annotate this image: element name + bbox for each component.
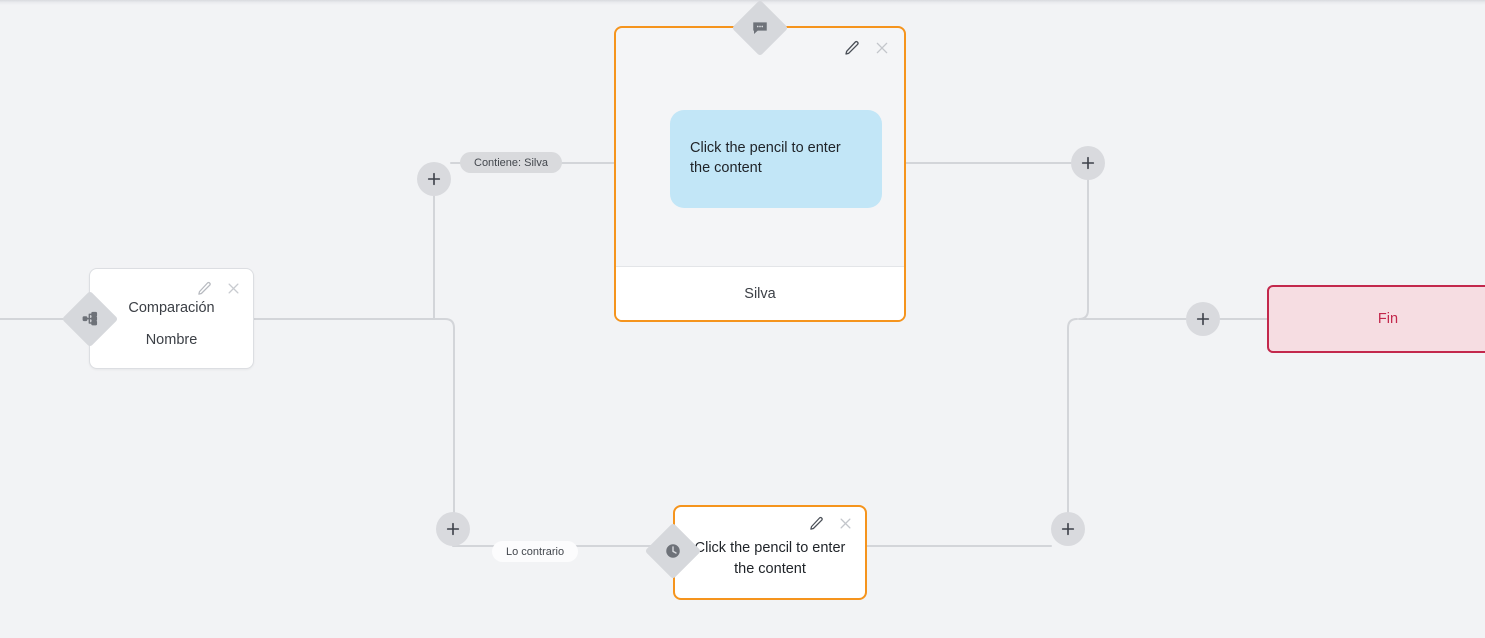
add-node-button-top-left[interactable] (417, 162, 451, 196)
plus-icon (1196, 312, 1210, 326)
pencil-icon[interactable] (844, 40, 860, 56)
fin-label: Fin (1377, 311, 1399, 327)
add-node-button-top-right[interactable] (1071, 146, 1105, 180)
pencil-icon[interactable] (809, 516, 824, 531)
add-node-button-bottom-right[interactable] (1051, 512, 1085, 546)
comparacion-title: Comparación Nombre (90, 297, 253, 351)
clock-icon[interactable] (644, 522, 702, 580)
close-icon[interactable] (226, 281, 241, 296)
message-bottom-text: Click the pencil to enter the content (694, 540, 846, 577)
top-bar (0, 0, 1485, 5)
message-bubble: Click the pencil to enter the content (670, 110, 882, 208)
comparacion-title-line1: Comparación (128, 300, 215, 316)
node-fin[interactable]: Fin (1267, 285, 1485, 353)
branch-glyph (82, 311, 98, 327)
plus-icon (427, 172, 441, 186)
branch-icon[interactable] (61, 290, 119, 348)
message-bottom-actions (809, 516, 853, 531)
node-comparacion[interactable]: Comparación Nombre (89, 268, 254, 369)
node-message-bottom[interactable]: Click the pencil to enter the content (673, 505, 867, 600)
edge-label-contiene[interactable]: Contiene: Silva (460, 152, 562, 173)
message-top-footer: Silva (616, 266, 904, 320)
comparacion-actions (197, 281, 241, 296)
edge-label-lo-contrario[interactable]: Lo contrario (492, 541, 579, 562)
plus-icon (446, 522, 460, 536)
plus-icon (1061, 522, 1075, 536)
close-icon[interactable] (838, 516, 853, 531)
clock-glyph (664, 542, 682, 560)
add-node-button-bottom-left[interactable] (436, 512, 470, 546)
message-bubble-glyph (751, 19, 769, 37)
comparacion-title-line2: Nombre (145, 332, 198, 348)
message-bubble-icon[interactable] (731, 0, 789, 57)
plus-icon (1081, 156, 1095, 170)
close-icon[interactable] (874, 40, 890, 56)
add-node-button-fin[interactable] (1186, 302, 1220, 336)
message-top-actions (844, 40, 890, 56)
node-message-top[interactable]: Click the pencil to enter the content Si… (614, 26, 906, 322)
pencil-icon[interactable] (197, 281, 212, 296)
